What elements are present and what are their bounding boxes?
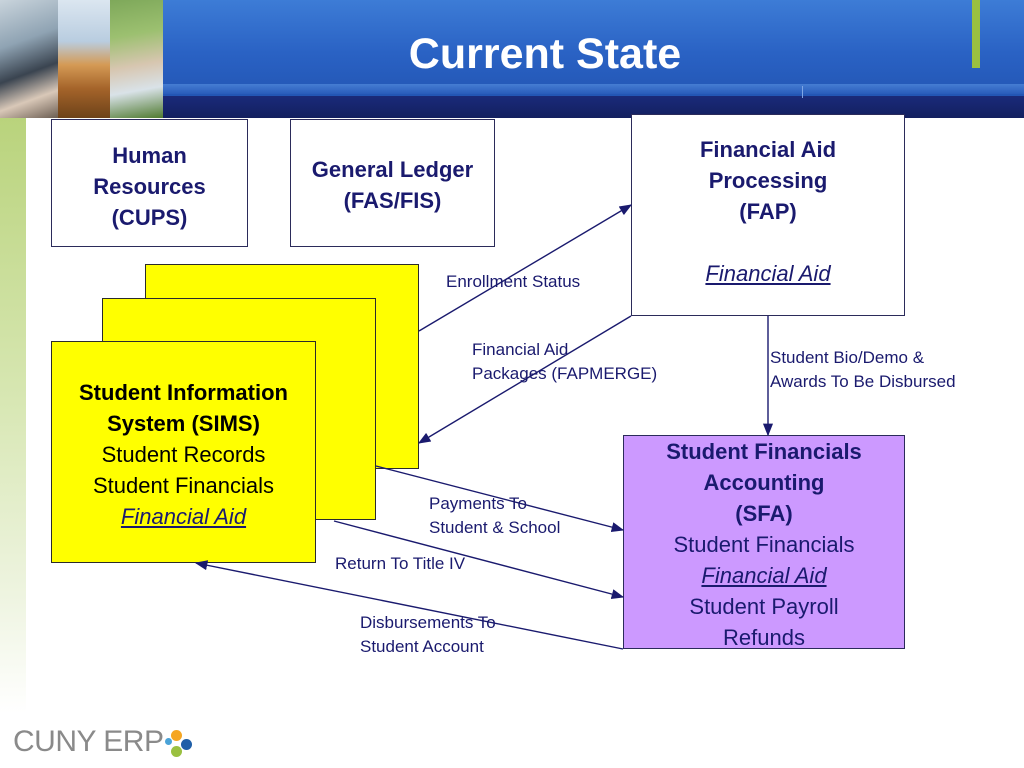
fap-line-1: Financial Aid bbox=[699, 137, 837, 162]
header-photo-strip bbox=[0, 0, 163, 118]
label-fapmerge-line-2: Packages (FAPMERGE) bbox=[472, 364, 658, 383]
gl-line-1: General Ledger bbox=[311, 157, 474, 182]
sfa-line-3: (SFA) bbox=[735, 501, 793, 526]
photo-student-reading bbox=[110, 0, 163, 118]
label-fapmerge-line-1: Financial Aid bbox=[472, 340, 569, 359]
fap-line-2: Processing bbox=[708, 168, 828, 193]
sfa-module-link: Financial Aid bbox=[701, 563, 827, 588]
sims-line-1: Student Information bbox=[79, 380, 288, 405]
financial-aid-processing-box: Financial Aid Processing (FAP) Financial… bbox=[631, 114, 905, 316]
logo-dot bbox=[165, 738, 173, 745]
label-disb-line-2: Student Account bbox=[360, 637, 484, 656]
label-bio-demo: Student Bio/Demo & Awards To Be Disburse… bbox=[770, 346, 956, 394]
label-payments-line-1: Payments To bbox=[429, 494, 527, 513]
sfa-line-1: Student Financials bbox=[666, 439, 862, 464]
photo-business-people bbox=[0, 0, 58, 118]
slide-header: Current State bbox=[0, 0, 1024, 118]
label-return-title-iv: Return To Title IV bbox=[335, 554, 466, 573]
accent-bar bbox=[972, 0, 980, 68]
sims-line-4: Student Financials bbox=[93, 473, 274, 498]
label-fapmerge: Financial Aid Packages (FAPMERGE) bbox=[472, 338, 657, 386]
sims-line-3: Student Records bbox=[101, 442, 266, 467]
fap-spacer bbox=[632, 227, 904, 258]
sfa-line-6: Student Payroll bbox=[689, 594, 839, 619]
sims-module-link: Financial Aid bbox=[120, 504, 247, 529]
label-enrollment-status: Enrollment Status bbox=[446, 272, 581, 291]
label-payments-line-2: Student & School bbox=[429, 518, 561, 537]
logo-dots-icon bbox=[165, 727, 193, 757]
photo-stacked-books bbox=[58, 0, 110, 118]
sfa-line-4: Student Financials bbox=[673, 532, 855, 557]
sfa-line-2: Accounting bbox=[703, 470, 825, 495]
logo-dot bbox=[171, 730, 183, 741]
logo-dot bbox=[171, 746, 183, 757]
label-bio-line-1: Student Bio/Demo & bbox=[770, 348, 925, 367]
header-divider bbox=[802, 86, 803, 98]
human-resources-box: Human Resources (CUPS) bbox=[51, 119, 248, 247]
sfa-line-7: Refunds bbox=[723, 625, 805, 650]
header-highlight-band bbox=[0, 84, 1024, 94]
general-ledger-box: General Ledger (FAS/FIS) bbox=[290, 119, 495, 247]
hr-line-3: (CUPS) bbox=[111, 205, 188, 230]
label-payments: Payments To Student & School bbox=[429, 492, 560, 540]
label-disb-line-1: Disbursements To bbox=[360, 613, 496, 632]
logo-text: CUNY ERP bbox=[13, 725, 164, 758]
student-information-system-box: Student Information System (SIMS) Studen… bbox=[51, 341, 316, 563]
hr-line-2: Resources bbox=[93, 174, 206, 199]
slide-title: Current State bbox=[408, 30, 682, 78]
fap-line-3: (FAP) bbox=[739, 199, 797, 224]
left-green-strip bbox=[0, 118, 26, 713]
label-disbursements: Disbursements To Student Account bbox=[360, 611, 496, 659]
hr-line-1: Human bbox=[112, 143, 187, 168]
student-financials-accounting-box: Student Financials Accounting (SFA) Stud… bbox=[623, 435, 905, 650]
sims-line-2: System (SIMS) bbox=[107, 411, 260, 436]
gl-line-2: (FAS/FIS) bbox=[343, 188, 442, 213]
label-bio-line-2: Awards To Be Disbursed bbox=[770, 372, 956, 391]
logo-dot bbox=[181, 739, 193, 750]
fap-module-link: Financial Aid bbox=[705, 261, 831, 286]
cuny-erp-logo: CUNY ERP bbox=[13, 724, 193, 760]
header-bottom-band bbox=[0, 96, 1024, 118]
